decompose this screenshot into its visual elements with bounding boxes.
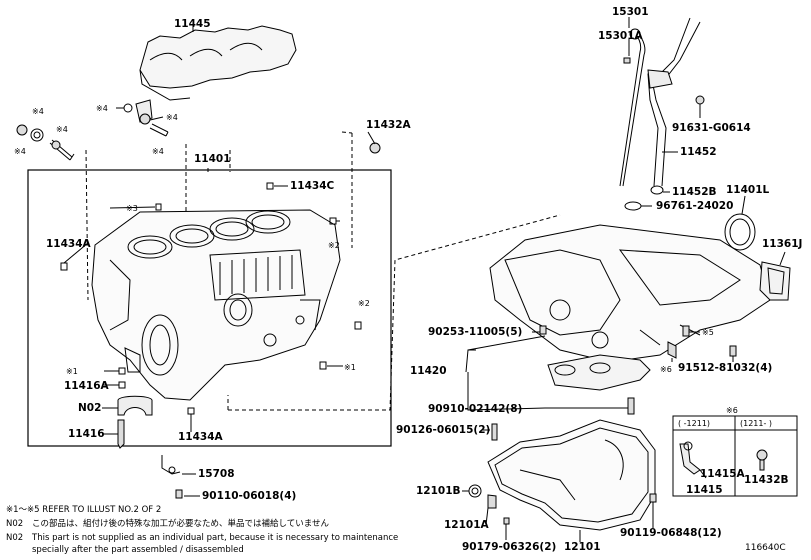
ref-mark-4: ※4 <box>166 113 178 122</box>
diagram-code: 116640C <box>745 543 786 553</box>
part-label-12101b: 12101B <box>416 485 461 497</box>
part-label-11432b: 11432B <box>744 474 789 486</box>
part-label-90179-06326: 90179-06326(2) <box>462 541 557 553</box>
block-assembly-frame <box>27 169 392 447</box>
part-label-90910-02142: 90910-02142(8) <box>428 403 523 415</box>
ref-mark-1: ※1 <box>66 367 78 376</box>
ref-mark-4: ※4 <box>96 104 108 113</box>
engine-cover-11445 <box>139 25 297 101</box>
part-label-12101: 12101 <box>564 541 601 553</box>
part-label-15301: 15301 <box>612 6 649 18</box>
ref-mark-4: ※4 <box>56 125 68 134</box>
legend-col-before-1211: ( -1211) <box>678 419 711 428</box>
part-label-n02: N02 <box>78 402 102 414</box>
ref-mark-4: ※4 <box>152 147 164 156</box>
part-label-11420: 11420 <box>410 365 447 377</box>
dipstick-15301 <box>619 28 646 187</box>
ref-mark-4: ※4 <box>14 147 26 156</box>
cylinder-block-11401 <box>91 209 341 401</box>
ref-mark-6: ※6 <box>660 365 672 374</box>
part-label-11401l: 11401L <box>726 184 770 196</box>
part-label-91512-81032: 91512-81032(4) <box>678 362 773 374</box>
ref-mark-2: ※2 <box>358 299 370 308</box>
part-label-11361j: 11361J <box>762 238 803 250</box>
part-label-90119-06848: 90119-06848(12) <box>620 527 722 539</box>
note-english-line1: This part is not supplied as an individu… <box>32 533 399 543</box>
part-label-11434a-bottom: 11434A <box>178 431 223 443</box>
part-label-91631-g0614: 91631-G0614 <box>672 122 751 134</box>
ref-mark-4: ※4 <box>32 107 44 116</box>
legend-col-after-1211: (1211- ) <box>740 419 773 428</box>
part-label-11415a: 11415A <box>700 468 745 480</box>
part-label-11416: 11416 <box>68 428 105 440</box>
oil-pan-12101 <box>487 419 656 531</box>
ref-mark-3: ※3 <box>126 204 138 213</box>
part-label-90253-11005: 90253-11005(5) <box>428 326 523 338</box>
part-label-11452b: 11452B <box>672 186 717 198</box>
part-label-11434c: 11434C <box>290 180 335 192</box>
part-label-15301a: 15301A <box>598 30 643 42</box>
washer-bolts-group <box>16 99 381 161</box>
part-label-15708: 15708 <box>198 468 235 480</box>
part-label-96761-24020: 96761-24020 <box>656 200 734 212</box>
note-code: N02 <box>6 519 24 529</box>
part-label-11432a: 11432A <box>366 119 411 131</box>
part-label-11434a-left: 11434A <box>46 238 91 250</box>
note-code: N02 <box>6 533 24 543</box>
note-refer-illust: ※1～※5 REFER TO ILLUST NO.2 OF 2 <box>6 505 162 515</box>
ref-mark-2: ※2 <box>328 241 340 250</box>
part-label-11415: 11415 <box>686 484 723 496</box>
part-label-12101a: 12101A <box>444 519 489 531</box>
ref-mark-1: ※1 <box>344 363 356 372</box>
part-label-11452: 11452 <box>680 146 717 158</box>
part-label-11445: 11445 <box>174 18 211 30</box>
part-label-90126-06015: 90126-06015(2) <box>396 424 491 436</box>
note-english-line2: specially after the part assembled / dis… <box>32 545 244 555</box>
ref-mark-6-legend: ※6 <box>726 406 738 415</box>
part-label-90110-06018: 90110-06018(4) <box>202 490 297 502</box>
part-label-11401: 11401 <box>194 153 231 165</box>
ref-mark-5: ※5 <box>702 328 714 337</box>
oil-pan-upper-11420 <box>489 224 771 363</box>
note-japanese: この部品は、組付け後の特殊な加工が必要なため、単品では補給していません <box>32 519 329 529</box>
part-label-11416a: 11416A <box>64 380 109 392</box>
